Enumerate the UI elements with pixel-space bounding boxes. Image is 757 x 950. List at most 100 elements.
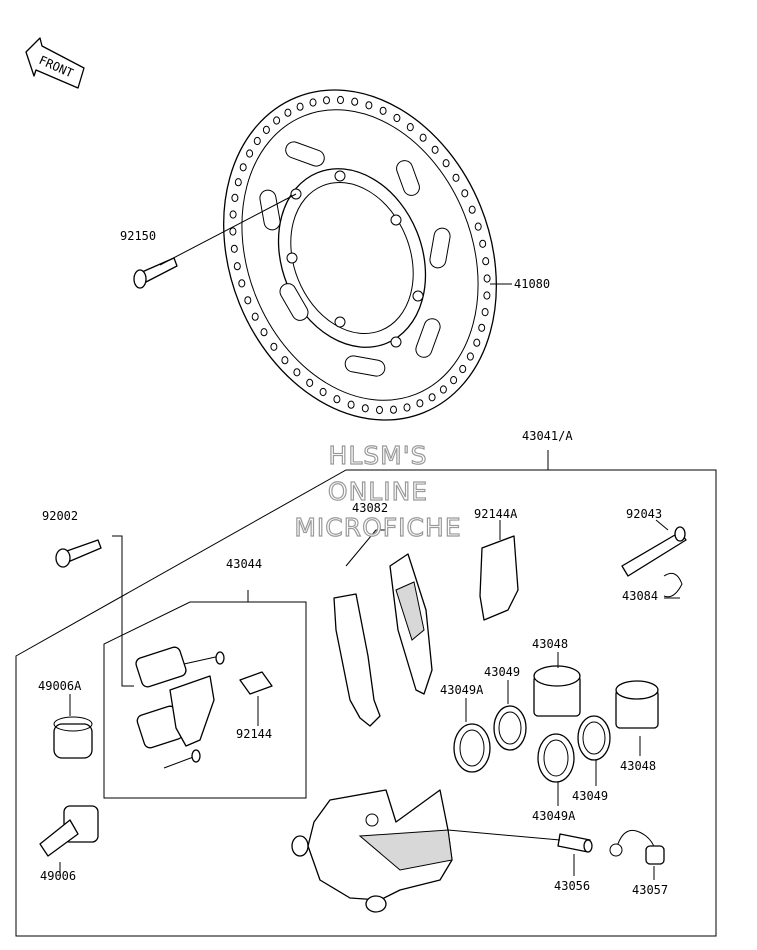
disc-vent-hole bbox=[306, 378, 314, 387]
disc-vent-hole bbox=[419, 133, 427, 142]
disc-vent-hole bbox=[473, 338, 481, 347]
part-label-43049A-upper[interactable]: 43049A bbox=[440, 683, 484, 697]
part-label-43049A-lower[interactable]: 43049A bbox=[532, 809, 576, 823]
disc-vent-hole bbox=[461, 189, 469, 198]
part-label-41080[interactable]: 41080 bbox=[514, 277, 550, 291]
part-label-92144[interactable]: 92144 bbox=[236, 727, 272, 741]
front-arrow-icon: FRONT bbox=[25, 37, 85, 89]
disc-vent-hole bbox=[238, 279, 246, 288]
disc-vent-hole bbox=[229, 227, 237, 236]
disc-vent-hole bbox=[281, 356, 289, 365]
part-labels: 92150 41080 43041/A 92002 43082 92144A 9… bbox=[38, 229, 668, 897]
watermark: HLSM'S ONLINE MICROFICHE bbox=[294, 440, 461, 542]
disc-vent-hole bbox=[403, 403, 411, 412]
disc-vent-hole bbox=[253, 136, 261, 146]
disc-vent-hole bbox=[347, 400, 355, 409]
disc-vent-hole bbox=[442, 159, 450, 168]
disc-vent-hole bbox=[474, 222, 482, 231]
disc-vent-hole bbox=[459, 364, 467, 374]
seal-43049-upper[interactable] bbox=[493, 705, 527, 751]
pad-spring-92144A[interactable] bbox=[479, 535, 519, 621]
disc-vent-hole bbox=[452, 173, 460, 182]
disc-vent-hole bbox=[284, 108, 292, 117]
disc-vent-hole bbox=[431, 145, 439, 154]
part-label-43049-lower[interactable]: 43049 bbox=[572, 789, 608, 803]
part-label-43082[interactable]: 43082 bbox=[352, 501, 388, 515]
part-label-92002[interactable]: 92002 bbox=[42, 509, 78, 523]
disc-vent-hole bbox=[361, 404, 369, 413]
disc-vent-hole bbox=[466, 352, 474, 361]
part-label-43044[interactable]: 43044 bbox=[226, 557, 262, 571]
boot-49006A[interactable] bbox=[53, 716, 93, 759]
part-label-43041A[interactable]: 43041/A bbox=[522, 429, 573, 443]
disc-vent-hole bbox=[483, 274, 491, 283]
disc-vent-hole bbox=[376, 405, 383, 415]
disc-vent-hole bbox=[260, 328, 268, 337]
caliper-bracket-43044[interactable] bbox=[134, 646, 225, 769]
disc-vent-hole bbox=[468, 205, 476, 214]
disc-vent-hole bbox=[319, 387, 327, 397]
part-label-43048-upper[interactable]: 43048 bbox=[532, 637, 568, 651]
disc-vent-hole bbox=[351, 97, 359, 106]
caliper-body[interactable] bbox=[291, 789, 453, 913]
bleeder-cap-43057[interactable] bbox=[609, 829, 665, 865]
disc-vent-hole bbox=[246, 149, 254, 158]
bleeder-valve-43056[interactable] bbox=[557, 833, 593, 853]
disc-vent-hole bbox=[230, 244, 238, 253]
part-label-49006[interactable]: 49006 bbox=[40, 869, 76, 883]
disc-vent-hole bbox=[478, 323, 486, 332]
disc-vent-hole bbox=[483, 291, 491, 300]
brake-disc-41080[interactable] bbox=[176, 49, 544, 462]
disc-vent-hole bbox=[482, 257, 490, 266]
watermark-line-3: MICROFICHE bbox=[294, 513, 461, 542]
disc-vent-hole bbox=[239, 163, 247, 172]
pin-clip-43084[interactable] bbox=[663, 572, 683, 598]
clip-92144[interactable] bbox=[239, 671, 273, 695]
disc-vent-hole bbox=[481, 308, 489, 317]
part-label-92144A[interactable]: 92144A bbox=[474, 507, 518, 521]
part-label-43057[interactable]: 43057 bbox=[632, 883, 668, 897]
disc-vent-hole bbox=[337, 95, 344, 105]
part-label-43049-upper[interactable]: 43049 bbox=[484, 665, 520, 679]
part-label-92043[interactable]: 92043 bbox=[626, 507, 662, 521]
disc-vent-hole bbox=[393, 113, 401, 123]
disc-vent-hole bbox=[479, 239, 487, 248]
piston-43048-upper[interactable] bbox=[533, 665, 581, 717]
disc-vent-hole bbox=[273, 116, 281, 125]
brake-pads-43082[interactable] bbox=[333, 553, 433, 727]
bolt-92002[interactable] bbox=[55, 539, 102, 568]
disc-vent-hole bbox=[406, 123, 414, 132]
disc-vent-hole bbox=[229, 210, 237, 219]
pin-92043[interactable] bbox=[621, 526, 687, 577]
dust-seal-43049A-upper[interactable] bbox=[453, 723, 491, 773]
piston-43048-lower[interactable] bbox=[615, 680, 659, 729]
disc-vent-hole bbox=[428, 393, 436, 402]
disc-vent-hole bbox=[296, 102, 304, 111]
disc-vent-hole bbox=[270, 342, 278, 351]
disc-vent-hole bbox=[416, 399, 424, 408]
part-label-92150[interactable]: 92150 bbox=[120, 229, 156, 243]
part-label-49006A[interactable]: 49006A bbox=[38, 679, 82, 693]
part-label-43084[interactable]: 43084 bbox=[622, 589, 658, 603]
watermark-line-1: HLSM'S bbox=[329, 441, 428, 470]
disc-vent-hole bbox=[390, 405, 397, 414]
disc-vent-hole bbox=[262, 125, 270, 134]
disc-vent-hole bbox=[309, 98, 317, 107]
bolt-92150[interactable] bbox=[133, 193, 297, 289]
boot-49006[interactable] bbox=[39, 805, 99, 857]
part-label-43048-lower[interactable]: 43048 bbox=[620, 759, 656, 773]
disc-vent-hole bbox=[234, 178, 242, 187]
dust-seal-43049A-lower[interactable] bbox=[537, 733, 575, 783]
disc-vent-hole bbox=[233, 262, 241, 271]
disc-vent-hole bbox=[450, 376, 458, 385]
disc-vent-hole bbox=[379, 106, 387, 115]
disc-vent-hole bbox=[231, 193, 239, 202]
part-label-43056[interactable]: 43056 bbox=[554, 879, 590, 893]
disc-vent-hole bbox=[323, 96, 330, 105]
disc-vent-hole bbox=[365, 101, 373, 110]
watermark-line-2: ONLINE bbox=[328, 477, 428, 506]
seal-43049-lower[interactable] bbox=[577, 715, 611, 761]
disc-vent-hole bbox=[293, 368, 301, 377]
